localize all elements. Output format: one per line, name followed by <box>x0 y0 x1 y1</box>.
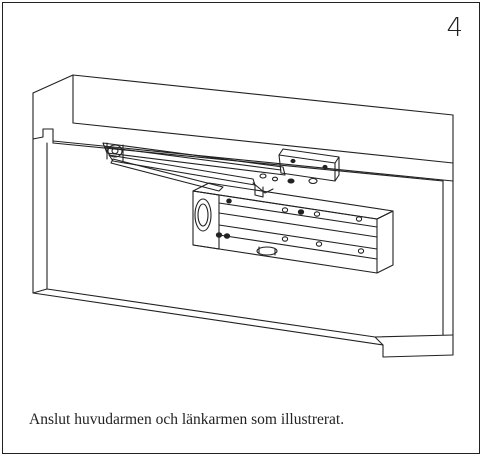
instruction-panel: 4 <box>2 2 480 454</box>
closer-body <box>192 182 394 274</box>
door-slab <box>32 138 454 358</box>
frame-header <box>32 74 454 182</box>
main-arm-and-link-arm <box>102 142 340 194</box>
instruction-caption: Anslut huvudarmen och länkarmen som illu… <box>29 411 345 428</box>
step-number: 4 <box>446 13 463 43</box>
door-closer-illustration <box>32 74 454 358</box>
